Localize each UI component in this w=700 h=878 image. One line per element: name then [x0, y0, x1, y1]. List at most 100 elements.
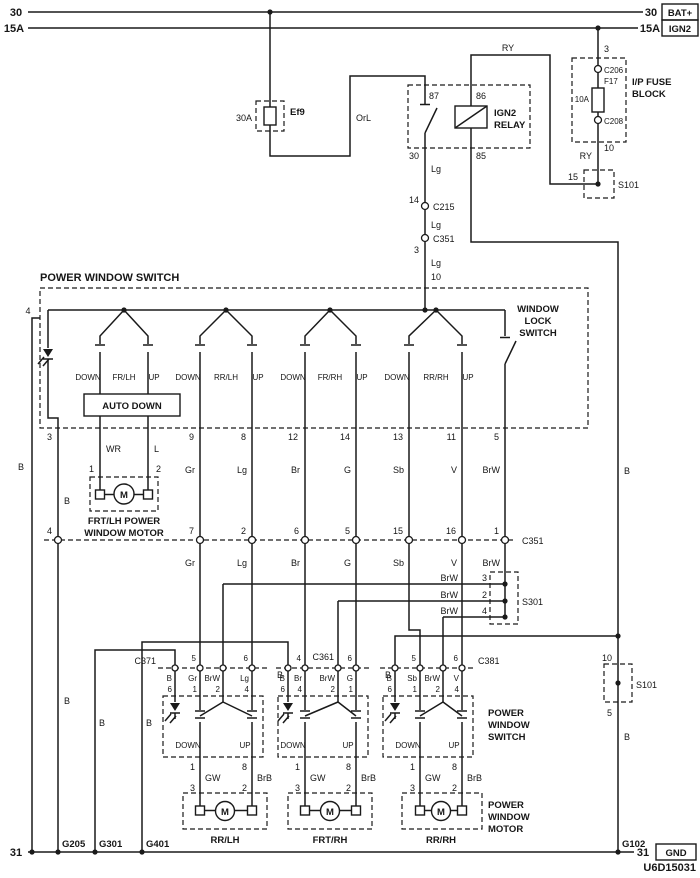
c206-connector-icon [593, 64, 603, 74]
junction-dot [595, 25, 601, 31]
relay-coil-diagonal [454, 105, 488, 129]
sub1-out-color: GW [205, 773, 221, 783]
ground-junction [615, 849, 621, 855]
rocker-switches [95, 309, 467, 428]
row-pin: 5 [412, 654, 417, 663]
sub2-col-color: G [347, 674, 353, 683]
sub2-motor-pin: 3 [295, 783, 300, 793]
sub1-col-color: BrW [204, 674, 220, 683]
junction-dot [223, 307, 229, 313]
rail-15a-label-left: 15A [4, 23, 24, 35]
junction-dot [121, 307, 127, 313]
brw-branch-color: BrW [441, 606, 459, 616]
wire-color-label: V [451, 558, 457, 568]
motor-pin1-label: 1 [89, 464, 94, 474]
switch0-up: UP [148, 373, 159, 382]
ry-wire-label2: RY [580, 151, 592, 161]
b-wire-label: B [624, 732, 630, 742]
main-switch-title: POWER WINDOW SWITCH [40, 272, 179, 284]
lock-switch-label1: WINDOW [517, 304, 559, 315]
switch-bottom-pin: 13 [393, 432, 403, 442]
f17-rating-label: 10A [575, 95, 590, 104]
sub2-up: UP [342, 741, 353, 750]
lock-switch-label3: SWITCH [519, 328, 557, 339]
rail-31-label-right: 31 [637, 847, 649, 859]
s101-bottom-name: S101 [636, 680, 657, 690]
lg-wire-label3: Lg [431, 258, 441, 268]
c215-name: C215 [433, 202, 455, 212]
relay-coil [454, 105, 488, 129]
splice-dot-s301 [502, 598, 508, 604]
ip-fuse-block-title1: I/P FUSE [632, 77, 671, 88]
junction-dot [615, 633, 621, 639]
switch3-down: DOWN [384, 373, 410, 382]
sub2-motor-pin: 2 [346, 783, 351, 793]
c351-pin: 2 [241, 526, 246, 536]
wire-color-label: Br [291, 465, 300, 475]
wire-color-label: Sb [393, 465, 404, 475]
sub-switch-box-rrlh [162, 695, 264, 758]
switch1-down: DOWN [175, 373, 201, 382]
brw-branch-color: BrW [441, 590, 459, 600]
c381-row-pin [458, 664, 466, 672]
motor-box-rrrh [401, 792, 483, 830]
brw-branch-color: BrW [441, 573, 459, 583]
motor-pin2-label: 2 [156, 464, 161, 474]
sub3-down: DOWN [395, 741, 421, 750]
c351-row-pin [404, 535, 414, 545]
splice-dot-s101-bottom [615, 680, 621, 686]
sub-switch-box-frtrh [277, 695, 369, 758]
motor-box-rrlh [182, 792, 268, 830]
sub3-out-pin: 8 [452, 762, 457, 772]
sub3-col-pin: 4 [455, 685, 460, 694]
led-icon [43, 349, 53, 357]
component-boxes [39, 57, 633, 830]
ip-pin10-label: 10 [604, 143, 614, 153]
b-wire-label: B [624, 466, 630, 476]
sub3-col-color: V [454, 674, 460, 683]
sub2-out-color: GW [310, 773, 326, 783]
motor-m-symbol: M [221, 807, 229, 818]
led-symbols-bars [37, 356, 400, 724]
sub-switch-caption2: WINDOW [488, 720, 530, 731]
c215-pin14-label: 14 [409, 195, 419, 205]
c381-row-pin [439, 664, 447, 672]
b-wire-label: B [277, 670, 283, 680]
sub3-motor-pin: 2 [452, 783, 457, 793]
ry-coil-feed-wire [470, 54, 598, 185]
c361-row-pin [301, 664, 309, 672]
motor-brush [299, 805, 311, 816]
junction-dot [327, 307, 333, 313]
wire-color-label: V [451, 465, 457, 475]
lock-switch-label2: LOCK [525, 316, 552, 327]
f17-fuse-element [591, 87, 605, 113]
sub2-down: DOWN [280, 741, 306, 750]
splice-dot-s301 [502, 581, 508, 587]
solid-symbols [83, 3, 699, 861]
sub-motor-caption2: WINDOW [488, 812, 530, 823]
switch1-up: UP [252, 373, 263, 382]
ground-g301: G301 [99, 839, 123, 850]
sub-switch-caption3: SWITCH [488, 732, 526, 743]
sub3-col-pin: 1 [413, 685, 418, 694]
illumination-led-icons [43, 349, 400, 711]
sub3-motor-pin: 3 [410, 783, 415, 793]
c351-inline-name: C351 [433, 234, 455, 244]
led-icon [170, 703, 180, 711]
c351-row-name: C351 [522, 536, 544, 546]
motor-icon-frtlh [113, 483, 135, 505]
b-wire-label: B [64, 496, 70, 506]
relay-pin86-label: 86 [476, 91, 486, 101]
switch-bus [48, 288, 505, 311]
motor-m-symbol: M [326, 807, 334, 818]
brw-branch-pin: 4 [482, 606, 487, 616]
row-pin: 5 [192, 654, 197, 663]
sub1-col-color: B [167, 674, 172, 683]
sub3-col-color: BrW [424, 674, 440, 683]
c208-label: C208 [604, 117, 624, 126]
relay-pin30-label: 30 [409, 151, 419, 161]
auto-down-box [83, 393, 181, 417]
power-rails [28, 11, 643, 853]
junction-dot [422, 307, 428, 313]
